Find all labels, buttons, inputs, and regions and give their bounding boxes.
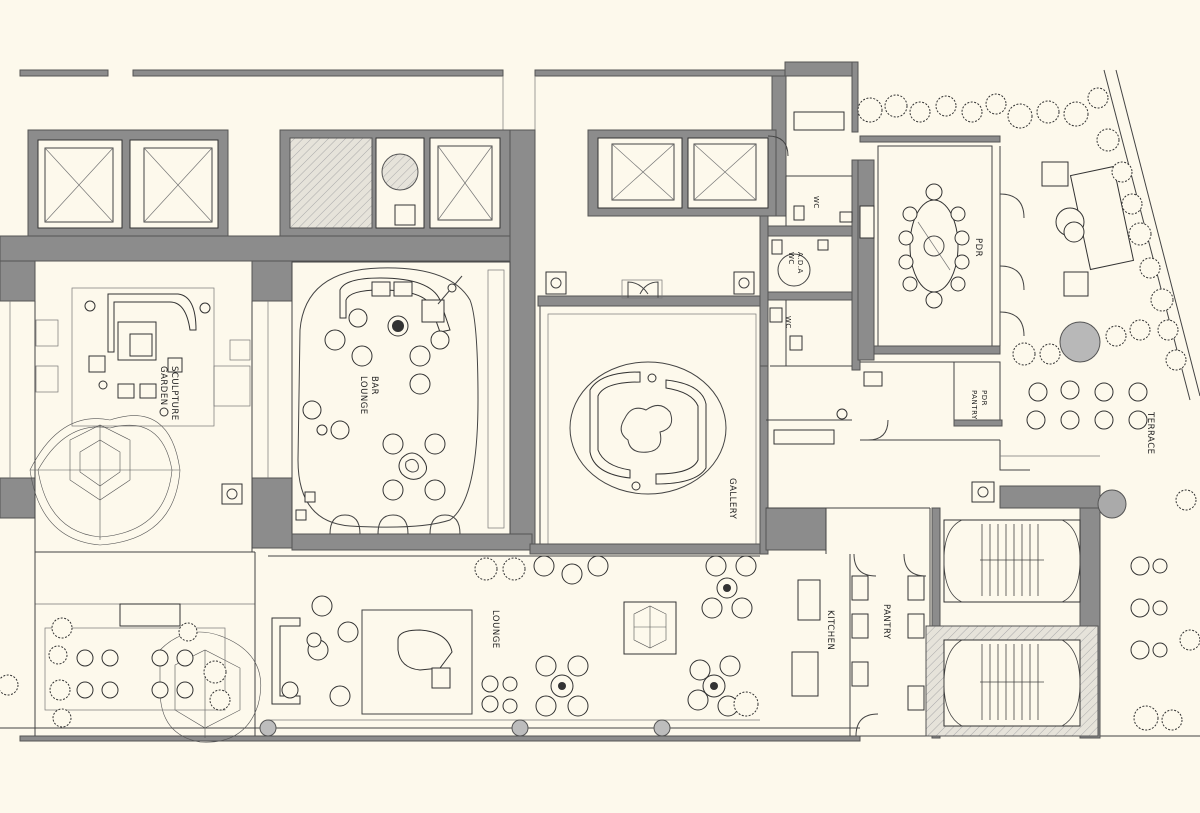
- label-kitchen: KITCHEN: [825, 610, 835, 650]
- stair-treads: [981, 524, 1039, 720]
- label-pantry: PANTRY: [881, 604, 891, 640]
- pdr-pantry-room: [860, 361, 1003, 441]
- stair-cores: [925, 481, 1127, 739]
- tree-canopy-southwest: [159, 631, 262, 743]
- elevator-bank-right: [587, 129, 777, 217]
- service-core: [279, 129, 511, 237]
- label-gallery: GALLERY: [727, 478, 737, 520]
- label-bar-lounge: BAR LOUNGE: [358, 376, 379, 415]
- terrace-area: [999, 69, 1200, 660]
- bar-lounge-chairs: [295, 308, 450, 521]
- label-sculpture-garden: SCULPTURE GARDEN: [158, 366, 179, 424]
- label-terrace: TERRACE: [1145, 411, 1155, 455]
- lounge-room: [259, 555, 760, 737]
- elevator-bank-left: [27, 129, 229, 237]
- bar-lounge-room: [291, 261, 533, 551]
- pdr-room: [857, 135, 1025, 361]
- label-pdr-pantry: PDR PANTRY: [970, 390, 988, 420]
- kitchen-area: [765, 507, 931, 737]
- wc-block: [759, 111, 861, 445]
- label-ada-wc: A.D.A WC: [787, 252, 804, 277]
- label-lounge: LOUNGE: [490, 610, 500, 649]
- bar-lounge-doors: [329, 514, 461, 535]
- label-wc-upper: WC: [812, 196, 820, 209]
- west-walls: [0, 260, 293, 736]
- label-wc-lower: WC: [784, 316, 792, 329]
- room-labels: SCULPTURE GARDEN BAR LOUNGE GALLERY LOUN…: [158, 196, 1155, 650]
- exterior-walls: [0, 61, 1200, 742]
- southwest-dining: [0, 603, 231, 728]
- terrace-shrubs: [857, 87, 1200, 731]
- label-pdr: PDR: [973, 238, 983, 257]
- tree-canopy-west: [29, 415, 181, 546]
- gallery-room: [529, 271, 769, 555]
- sculpture-garden-furniture: [35, 287, 251, 505]
